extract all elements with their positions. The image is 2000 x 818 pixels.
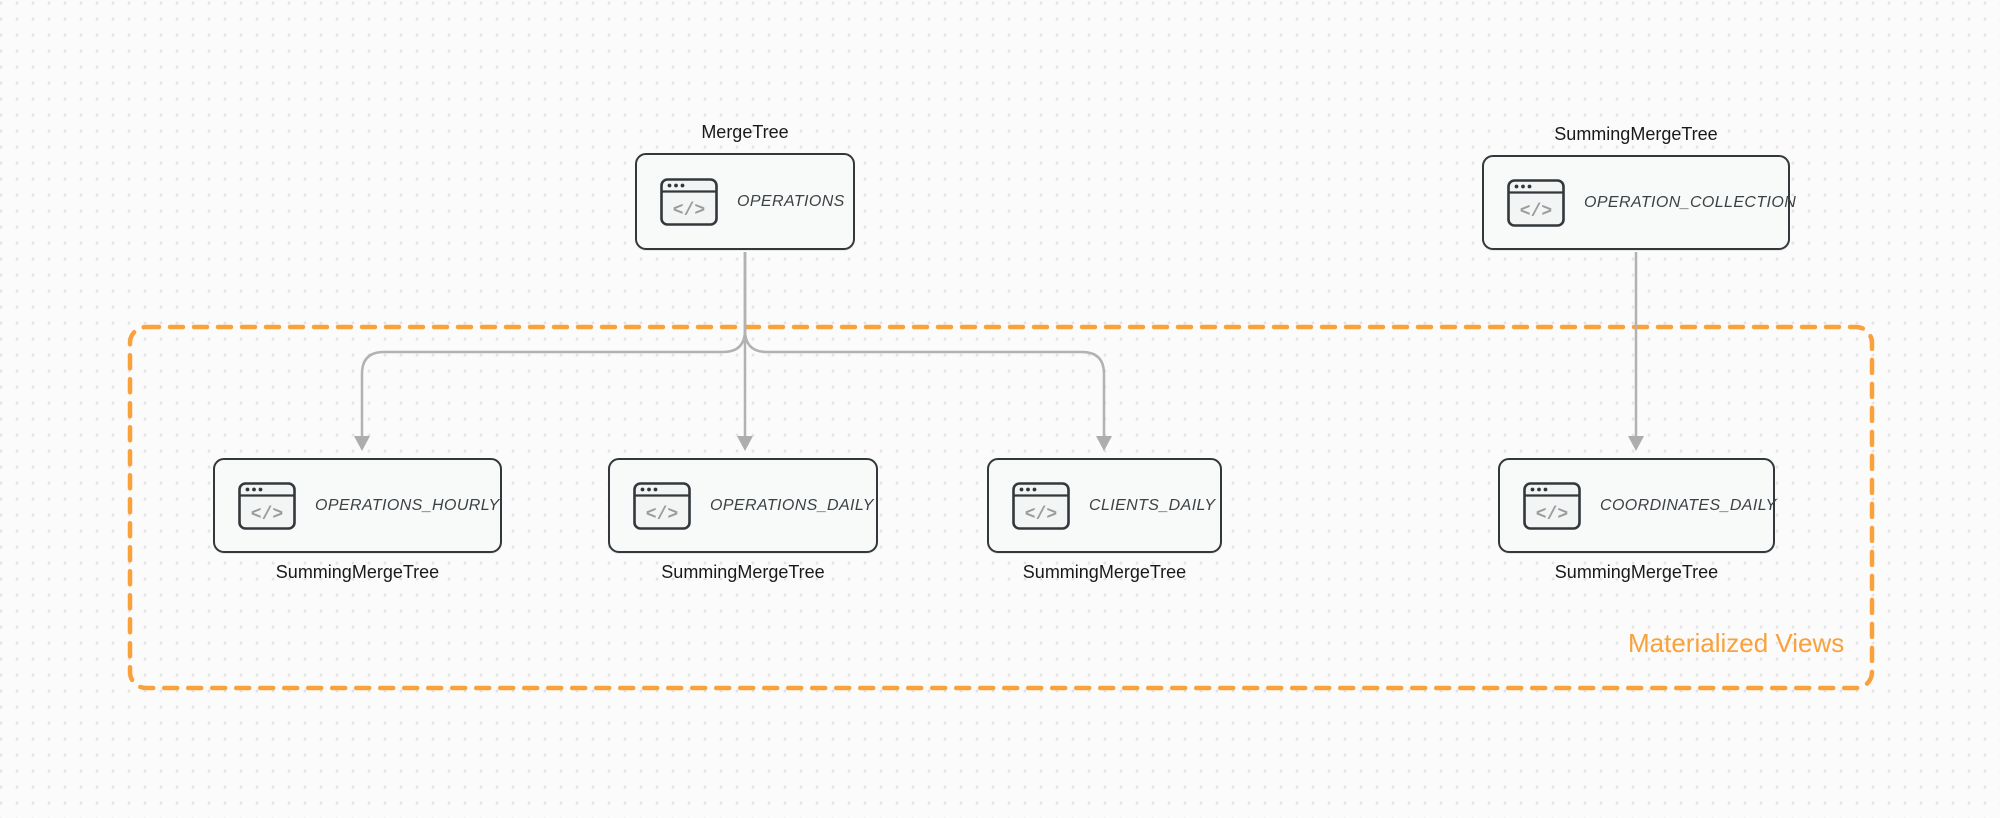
materialized-views-group-frame bbox=[127, 324, 1875, 691]
edge-operation-collection-to-coordinates-daily bbox=[1628, 252, 1644, 451]
node-title: COORDINATES_DAILY bbox=[1600, 496, 1777, 514]
engine-label-operation-collection: SummingMergeTree bbox=[1554, 124, 1718, 144]
svg-text:</>: </> bbox=[1520, 202, 1552, 222]
svg-text:</>: </> bbox=[1025, 505, 1057, 525]
engine-label-operations-hourly: SummingMergeTree bbox=[275, 562, 440, 582]
edge-operations-to-clients-daily bbox=[743, 252, 1112, 451]
node-title: CLIENTS_DAILY bbox=[1089, 496, 1216, 514]
browser-code-icon: </> bbox=[1012, 481, 1070, 530]
arrowhead-icon bbox=[354, 436, 370, 451]
arrowhead-icon bbox=[1628, 436, 1644, 451]
node-title: OPERATIONS bbox=[737, 192, 845, 210]
browser-code-icon: </> bbox=[238, 481, 296, 530]
node-operations-hourly[interactable]: </> OPERATIONS_HOURLY bbox=[213, 458, 502, 553]
browser-code-icon: </> bbox=[633, 481, 691, 530]
browser-code-icon: </> bbox=[1523, 481, 1581, 530]
engine-label-clients-daily: SummingMergeTree bbox=[1022, 562, 1187, 582]
node-title: OPERATIONS_DAILY bbox=[710, 496, 874, 514]
node-operations-daily[interactable]: </> OPERATIONS_DAILY bbox=[608, 458, 878, 553]
materialized-views-caption: Materialized Views bbox=[1628, 628, 1845, 658]
arrowhead-icon bbox=[737, 436, 753, 451]
node-operations[interactable]: </> OPERATIONS bbox=[635, 153, 855, 250]
engine-label-coordinates-daily: SummingMergeTree bbox=[1554, 562, 1719, 582]
node-title: OPERATION_COLLECTION bbox=[1584, 193, 1797, 211]
svg-text:</>: </> bbox=[673, 201, 705, 221]
node-clients-daily[interactable]: </> CLIENTS_DAILY bbox=[987, 458, 1222, 553]
edge-operations-to-operations-hourly bbox=[354, 252, 747, 451]
engine-label-operations: MergeTree bbox=[701, 122, 789, 142]
svg-text:</>: </> bbox=[251, 505, 283, 525]
browser-code-icon: </> bbox=[660, 177, 718, 226]
svg-text:</>: </> bbox=[1536, 505, 1568, 525]
node-operation-collection[interactable]: </> OPERATION_COLLECTION bbox=[1482, 155, 1796, 250]
node-coordinates-daily[interactable]: </> COORDINATES_DAILY bbox=[1498, 458, 1777, 553]
svg-text:</>: </> bbox=[646, 505, 678, 525]
arrowhead-icon bbox=[1096, 436, 1112, 451]
engine-label-operations-daily: SummingMergeTree bbox=[661, 562, 825, 582]
node-title: OPERATIONS_HOURLY bbox=[315, 496, 500, 514]
browser-code-icon: </> bbox=[1507, 178, 1565, 227]
